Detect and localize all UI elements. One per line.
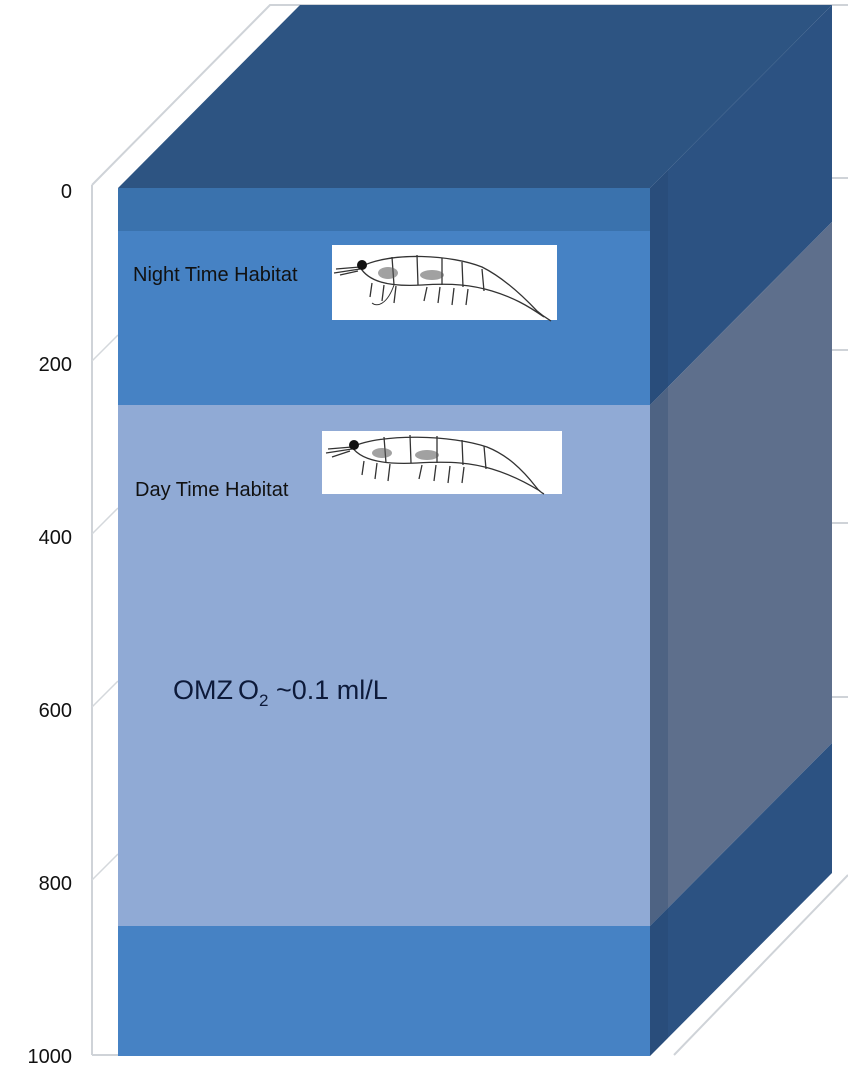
column-top-face <box>118 5 832 188</box>
depth-axis: 0 200 400 600 800 1000 <box>28 181 73 1068</box>
column-side-lower <box>650 743 832 1056</box>
axis-gridlines <box>91 334 119 881</box>
krill-icon <box>322 431 562 495</box>
tick-label: 800 <box>39 873 72 895</box>
tick-label: 1000 <box>28 1046 73 1068</box>
day-habitat-label: Day Time Habitat <box>135 479 289 501</box>
surface-band <box>118 188 650 231</box>
night-habitat-label: Night Time Habitat <box>133 264 298 286</box>
krill-icon <box>332 245 557 322</box>
omz-oxygen-symbol: O <box>238 675 259 705</box>
omz-prefix: OMZ <box>173 675 233 705</box>
tick-label: 0 <box>61 181 72 203</box>
omz-oxygen-value: ~0.1 ml/L <box>268 675 387 705</box>
omz-oxygen-subscript: 2 <box>259 691 268 710</box>
bottom-layer <box>118 926 650 1056</box>
tick-label: 600 <box>39 700 72 722</box>
tick-label: 400 <box>39 527 72 549</box>
tick-label: 200 <box>39 354 72 376</box>
column-side-edge-shade <box>650 170 668 1056</box>
column-side-omz <box>650 222 832 926</box>
column-side-upper <box>650 5 832 405</box>
